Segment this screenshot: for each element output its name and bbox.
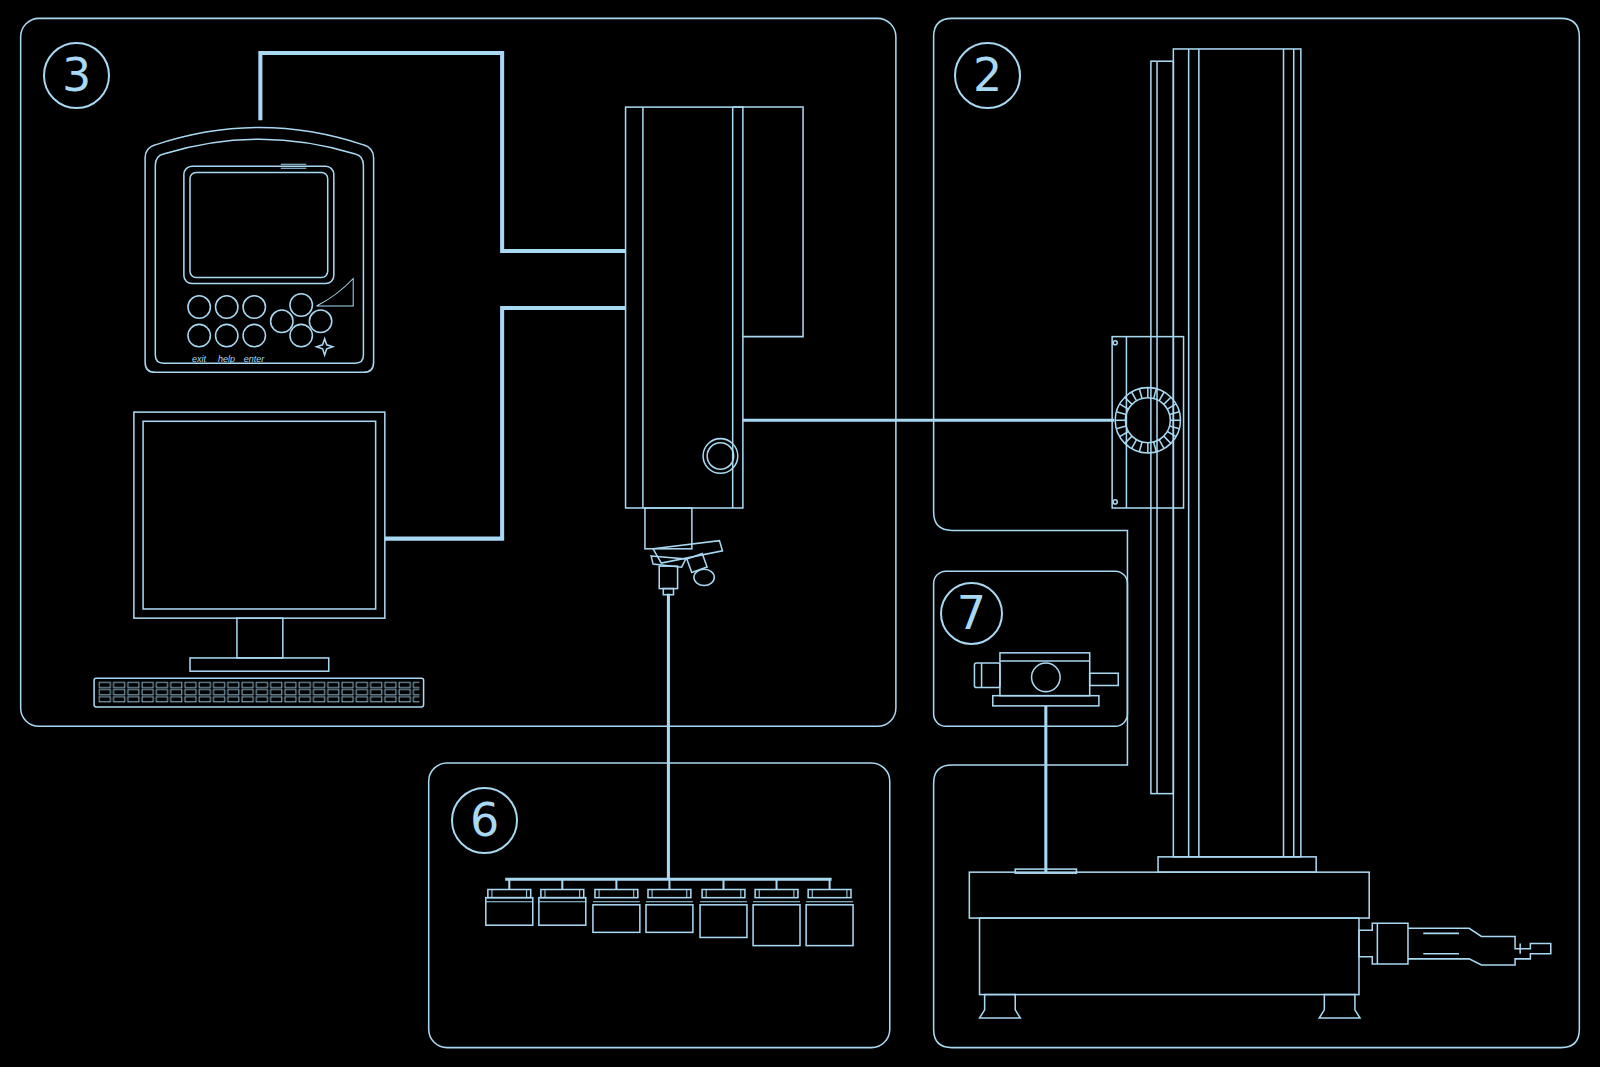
stage bbox=[974, 653, 1118, 706]
key-label-holder: help bbox=[218, 348, 235, 366]
key-label: exit bbox=[192, 354, 206, 364]
controller bbox=[145, 128, 373, 373]
callout-number: 7 bbox=[940, 582, 1003, 645]
panel: 2 bbox=[934, 18, 1580, 1048]
panel-outline bbox=[934, 571, 1128, 726]
test-stand bbox=[969, 49, 1550, 1018]
key-label: help bbox=[218, 354, 235, 364]
key-label-holder: enter bbox=[244, 348, 265, 366]
panel: 7 bbox=[934, 571, 1128, 726]
key-label-holder: exit bbox=[192, 348, 206, 366]
computer bbox=[94, 412, 423, 707]
panel-outline bbox=[934, 18, 1580, 1047]
key-label: enter bbox=[244, 354, 265, 364]
panel: 6 bbox=[429, 763, 890, 1048]
callout-number: 6 bbox=[451, 787, 518, 854]
panel: 3 bbox=[20, 18, 896, 726]
callout-number: 3 bbox=[43, 42, 110, 109]
rheometer-head bbox=[626, 107, 803, 595]
sample-manifold bbox=[486, 879, 853, 945]
panel-outline bbox=[21, 18, 896, 726]
callout-number: 2 bbox=[954, 42, 1021, 109]
panel-outline bbox=[429, 763, 890, 1048]
